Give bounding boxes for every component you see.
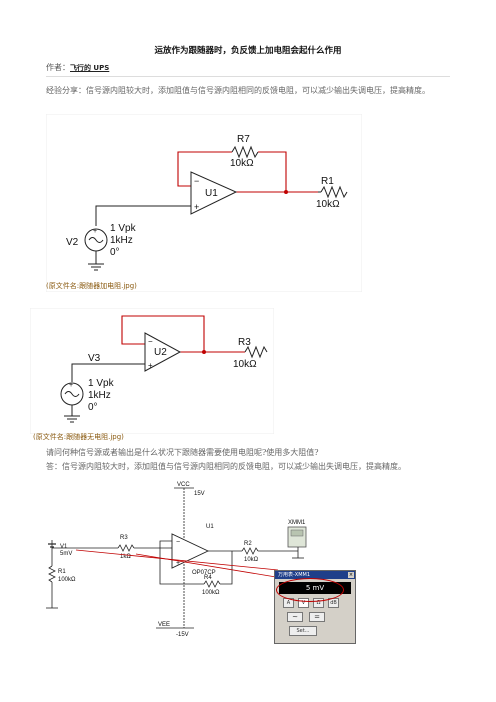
xmm1-name: XMM1 (288, 520, 306, 526)
v3-amplitude: 1 Vpk (88, 378, 115, 389)
reading-highlight-circle (276, 578, 344, 602)
v1-name: V1 (60, 544, 68, 550)
feedback-wire (177, 151, 318, 193)
r7-value: 10kΩ (230, 158, 254, 169)
r1-value: 10kΩ (316, 199, 340, 210)
annotation-line (75, 549, 279, 571)
author-link[interactable]: 飞行的 UPS (70, 64, 110, 72)
figure2-caption: (原文件名:跟随器无电阻.jpg) (33, 433, 124, 441)
opamp-u2 (144, 332, 182, 372)
svg-text:+: + (194, 202, 199, 212)
experience-paragraph: 经验分享：信号源内阻较大时，添加阻值与信号源内阻相同的反馈电阻，可以减少输出失调… (46, 86, 430, 95)
vcc-value: 15V (194, 491, 205, 497)
v1-value: 5mV (60, 551, 72, 557)
figure2-schematic: − + U2 R3 10kΩ V3 + 1 Vpk 1kHz 0° (30, 308, 274, 434)
svg-text:+: + (93, 228, 97, 235)
multimeter-title: 万用表-XMM1 (278, 572, 311, 578)
r3-name: R3 (238, 337, 251, 348)
v3-name: V3 (88, 353, 101, 364)
r2-value: 10kΩ (244, 557, 259, 563)
multimeter-mode-buttons: A V Ω dB (283, 598, 355, 608)
v3-frequency: 1kHz (88, 390, 111, 401)
svg-text:+: + (176, 560, 180, 567)
r4-value: 100kΩ (202, 590, 220, 596)
article-title: 运放作为跟随器时，负反馈上加电阻会起什么作用 (154, 46, 342, 56)
multimeter-titlebar: 万用表-XMM1 × (275, 571, 355, 579)
u1-name: U1 (205, 188, 218, 199)
set-button[interactable]: Set... (289, 626, 317, 636)
close-icon[interactable]: × (348, 572, 354, 578)
svg-text:−: − (194, 176, 199, 186)
svg-text:−: − (148, 337, 153, 346)
r3-value: 1kΩ (120, 554, 131, 560)
annotation-line (135, 553, 283, 579)
resistor-r1 (320, 185, 348, 199)
author-line: 作者：飞行的 UPS (46, 62, 109, 73)
opamp-model: OP07CP (192, 570, 216, 576)
divider (46, 76, 450, 77)
r1-name: R1 (58, 569, 66, 575)
resistor-r3 (244, 345, 268, 359)
v2-frequency: 1kHz (110, 235, 133, 246)
v2-amplitude: 1 Vpk (110, 223, 137, 234)
svg-text:+: + (148, 361, 153, 370)
u1-name: U1 (206, 524, 214, 530)
author-label: 作者： (46, 63, 70, 72)
question-paragraph: 请问何种信号源或者输出是什么状况下跟随器需要使用电阻呢?使用多大阻值? (46, 448, 319, 457)
feedback-wire (121, 315, 245, 353)
ac-button[interactable]: ~ (287, 612, 303, 622)
r3-value: 10kΩ (233, 359, 257, 370)
vcc-label: VCC (177, 482, 190, 488)
resistor-r4 (203, 580, 221, 588)
resistor-r1 (48, 565, 56, 583)
r2-name: R2 (244, 541, 252, 547)
v2-name: V2 (66, 237, 79, 248)
vee-value: -15V (176, 632, 189, 638)
v3-phase: 0° (88, 402, 98, 413)
opamp-u1 (171, 533, 210, 569)
r1-value: 100kΩ (58, 577, 76, 583)
figure1-schematic: R7 10kΩ − + U1 R1 10kΩ + V2 1 Vpk 1kHz 0… (46, 114, 362, 292)
vee-label: VEE (158, 622, 170, 628)
r7-name: R7 (237, 134, 250, 145)
r4-name: R4 (204, 575, 212, 581)
svg-text:−: − (176, 539, 180, 546)
v2-phase: 0° (110, 247, 120, 258)
svg-text:+: + (69, 382, 73, 389)
resistor-r2 (241, 547, 259, 555)
figure1-caption: (原文件名:跟随器加电阻.jpg) (46, 282, 137, 290)
resistor-r7 (231, 145, 259, 159)
opamp-u1 (190, 171, 238, 215)
answer-paragraph: 答：信号源内阻较大时，添加阻值与信号源内阻相同的反馈电阻，可以减少输出失调电压，… (46, 462, 406, 471)
r3-name: R3 (120, 535, 128, 541)
dc-button[interactable]: = (309, 612, 325, 622)
ac-dc-buttons: ~ = (287, 612, 355, 622)
u2-name: U2 (154, 347, 167, 358)
resistor-r3 (117, 544, 135, 552)
r1-name: R1 (321, 176, 334, 187)
